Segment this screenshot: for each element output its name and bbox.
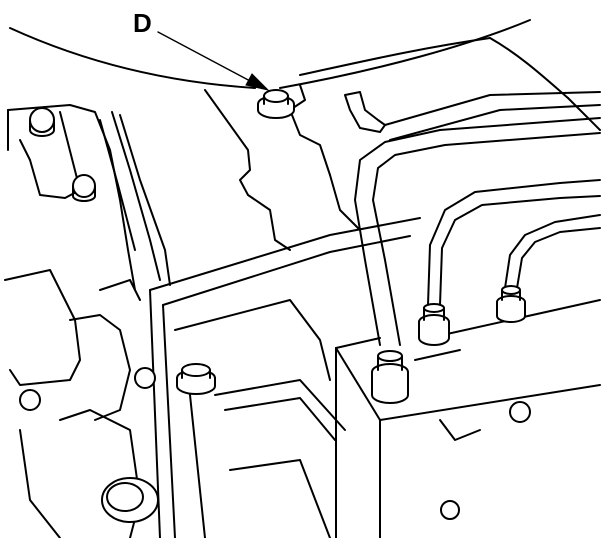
callout-d-label: D: [133, 8, 152, 38]
bolt-d: [257, 89, 295, 119]
upper-cover-panel: [9, 19, 601, 131]
brake-line-3: [504, 214, 601, 289]
modulator-bolts: [440, 401, 531, 520]
left-actuator: [4, 269, 159, 538]
right-bracket: [344, 91, 601, 141]
brake-line-2: [427, 179, 601, 306]
center-body: [204, 84, 361, 251]
callout-d-leader: [157, 31, 270, 91]
modulator-body: [335, 299, 601, 538]
flare-nut-2: [418, 303, 450, 346]
front-bracket-frame: [149, 217, 421, 538]
flare-nut-1: [371, 350, 409, 404]
brake-line-1: [354, 117, 601, 346]
flare-nut-3: [496, 285, 526, 323]
left-bosses: [29, 107, 96, 202]
bracket-bolt: [176, 363, 216, 395]
